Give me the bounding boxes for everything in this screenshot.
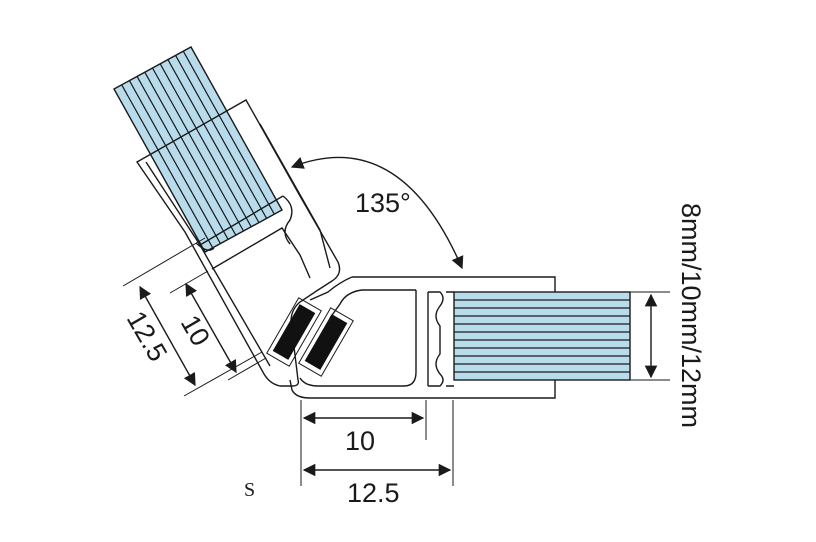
left-outer-dim-label: 12.5 — [121, 306, 173, 367]
left-magnet — [272, 304, 316, 360]
glass-hatch-line — [128, 80, 221, 244]
glass-hatch-line — [175, 55, 268, 219]
magnet-strips — [266, 297, 354, 377]
glass-hatch-line — [159, 63, 252, 228]
right-magnet — [304, 314, 348, 370]
glass-hatch-line — [167, 59, 260, 223]
angle-indicator: 135° — [290, 156, 464, 270]
right-seal-profile — [289, 276, 556, 399]
bottom-inner-dim-label: 10 — [345, 426, 375, 456]
bottom-dimensions: 10 12.5 — [300, 400, 454, 508]
right-glass-panel — [453, 291, 631, 381]
glass-hatch-line — [121, 84, 214, 249]
bottom-outer-dim-label: 12.5 — [347, 478, 400, 508]
left-inner-dim-label: 10 — [175, 310, 216, 351]
glass-hatch-line — [151, 67, 245, 232]
thickness-label: 8mm/10mm/12mm — [676, 203, 706, 428]
angle-label: 135° — [355, 188, 411, 218]
glass-hatch-line — [144, 71, 237, 236]
left-dimensions: 10 12.5 — [121, 237, 267, 397]
thickness-dimension: 8mm/10mm/12mm — [630, 203, 706, 428]
s-mark: S — [244, 479, 255, 501]
glass-hatch-line — [182, 50, 275, 215]
glass-hatch-line — [136, 76, 229, 240]
left-glass-panel — [113, 46, 283, 253]
